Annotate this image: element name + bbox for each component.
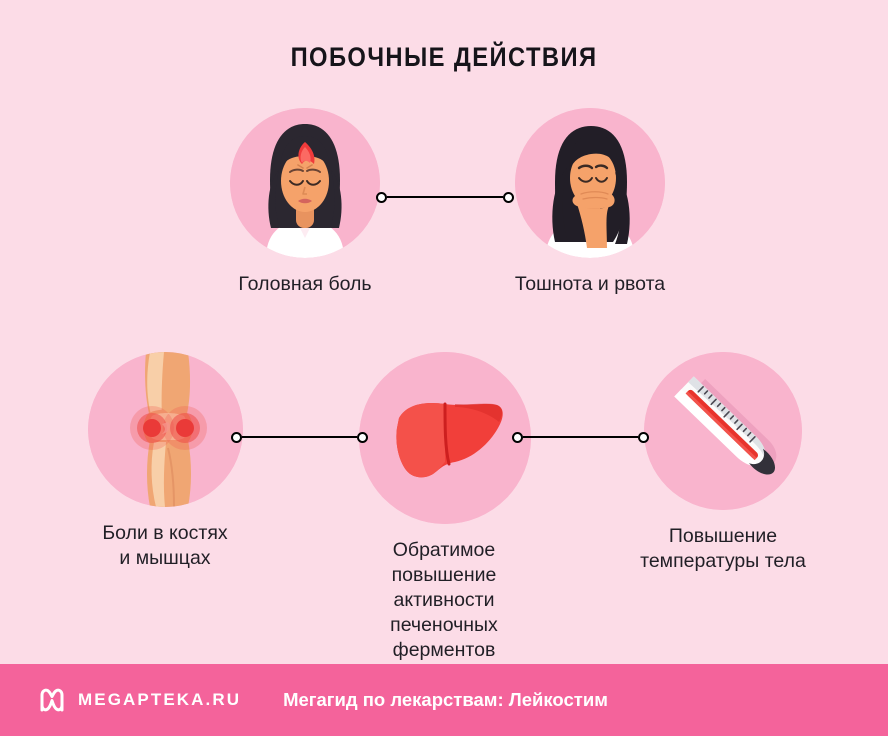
connector-line [387, 196, 503, 198]
connector-dot-left [231, 431, 242, 443]
side-effect-nausea[interactable]: Тошнота и рвота [495, 108, 685, 297]
side-effects-row-bottom: Боли в костях и мышцах Обратимое повышен… [0, 352, 888, 661]
woman-headache-icon [230, 108, 380, 258]
footer-logo-text[interactable]: MEGAPTEKA.RU [78, 690, 242, 709]
connector-dot-left [512, 431, 523, 443]
connector-line [523, 436, 638, 438]
side-effect-caption: Повышение температуры тела [640, 525, 806, 572]
side-effect-caption: Тошнота и рвота [514, 273, 666, 295]
woman-nausea-icon [515, 108, 665, 258]
knee-joint-pain-icon [87, 352, 243, 507]
side-effect-caption: Головная боль [238, 273, 372, 295]
connector-liver-fever [512, 430, 649, 444]
side-effects-row-top: Головная боль [0, 108, 888, 338]
side-effect-fever[interactable]: Повышение температуры тела [638, 352, 808, 574]
megapteka-m-logo-icon[interactable] [38, 687, 66, 713]
connector-dot-right [357, 431, 368, 443]
connector-line [242, 436, 357, 438]
connector-bones-liver [231, 430, 368, 444]
side-effect-caption: Обратимое повышение активности печеночны… [390, 539, 498, 661]
side-effect-headache[interactable]: Головная боль [215, 108, 395, 297]
connector-dot-right [638, 431, 649, 443]
connector-headache-nausea [376, 190, 514, 204]
footer-tagline: Мегагид по лекарствам: Лейкостим [283, 689, 608, 710]
footer-bar: MEGAPTEKA.RU Мегагид по лекарствам: Лейк… [0, 664, 888, 736]
side-effect-bone-pain[interactable]: Боли в костях и мышцах [80, 352, 250, 571]
page-title: ПОБОЧНЫЕ ДЕЙСТВИЯ [290, 42, 598, 72]
side-effect-liver-enzymes[interactable]: Обратимое повышение активности печеночны… [359, 352, 531, 663]
side-effect-caption: Боли в костях и мышцах [102, 522, 228, 569]
connector-dot-right [503, 191, 514, 203]
thermometer-icon [644, 352, 802, 510]
connector-dot-left [376, 191, 387, 203]
liver-icon [359, 352, 531, 524]
